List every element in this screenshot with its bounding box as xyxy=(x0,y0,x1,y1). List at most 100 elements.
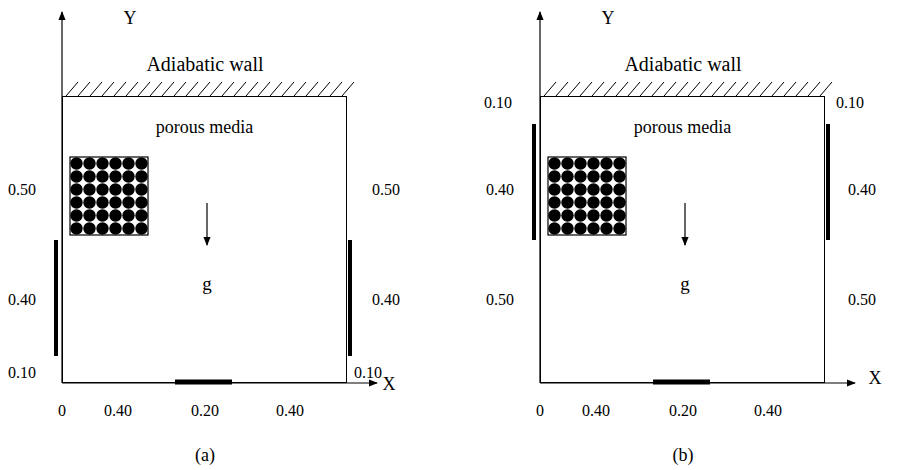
cylinder xyxy=(600,196,612,208)
cylinder xyxy=(96,183,108,195)
cylinder xyxy=(587,170,599,182)
wall-hatch xyxy=(544,82,556,96)
cylinder xyxy=(96,209,108,221)
wall-hatch xyxy=(162,82,174,96)
wall-hatch xyxy=(318,82,330,96)
cylinder xyxy=(70,222,82,234)
axis-label: X xyxy=(869,369,882,387)
wall-hatch xyxy=(102,82,114,96)
region-label: porous media xyxy=(63,117,346,138)
cylinder xyxy=(574,157,586,169)
wall-hatch xyxy=(760,82,772,96)
cylinder xyxy=(574,222,586,234)
dimension: 0.20 xyxy=(191,403,219,419)
cylinder xyxy=(574,209,586,221)
wall-hatch xyxy=(258,82,270,96)
cylinder xyxy=(83,170,95,182)
cylinder xyxy=(600,157,612,169)
cylinder xyxy=(587,183,599,195)
wall-label: Adiabatic wall xyxy=(624,54,741,74)
cylinder xyxy=(122,170,134,182)
wall-hatch xyxy=(270,82,282,96)
cylinder xyxy=(83,196,95,208)
wall-hatch xyxy=(724,82,736,96)
cylinder xyxy=(109,209,121,221)
cylinder xyxy=(109,157,121,169)
cylinder xyxy=(548,170,560,182)
wall-label: Adiabatic wall xyxy=(146,54,263,74)
cylinder xyxy=(561,222,573,234)
cylinder xyxy=(122,222,134,234)
wall-hatch xyxy=(66,82,78,96)
wall-hatch xyxy=(604,82,616,96)
cylinder xyxy=(574,170,586,182)
wall-hatch xyxy=(222,82,234,96)
wall-hatch xyxy=(772,82,784,96)
wall-hatch xyxy=(748,82,760,96)
wall-hatch xyxy=(784,82,796,96)
cylinder xyxy=(70,157,82,169)
wall-hatch xyxy=(700,82,712,96)
cylinder xyxy=(561,170,573,182)
dimension: 0.40 xyxy=(582,403,610,419)
cylinder xyxy=(70,209,82,221)
wall-hatch xyxy=(126,82,138,96)
wall-hatch xyxy=(664,82,676,96)
dimension: 0 xyxy=(536,403,544,419)
cylinder xyxy=(548,196,560,208)
wall-hatch xyxy=(306,82,318,96)
dimension: 0.10 xyxy=(484,95,512,111)
wall-hatch xyxy=(616,82,628,96)
cylinder xyxy=(135,183,147,195)
cylinder xyxy=(122,209,134,221)
wall-hatch xyxy=(114,82,126,96)
cylinder xyxy=(587,209,599,221)
wall-hatch xyxy=(688,82,700,96)
cylinder xyxy=(548,183,560,195)
cylinder xyxy=(600,209,612,221)
cylinder xyxy=(587,157,599,169)
cylinder xyxy=(548,157,560,169)
dimension: 0.50 xyxy=(372,182,400,198)
dimension: 0.40 xyxy=(754,403,782,419)
wall-hatch xyxy=(330,82,342,96)
heat-source xyxy=(653,380,710,385)
wall-hatch xyxy=(796,82,808,96)
cylinder xyxy=(83,157,95,169)
gravity-arrow xyxy=(684,203,685,245)
gravity-label: g xyxy=(202,274,212,293)
cylinder xyxy=(96,196,108,208)
cylinder xyxy=(600,222,612,234)
wall-hatch xyxy=(210,82,222,96)
dimension: 0.50 xyxy=(848,292,876,308)
wall-hatch xyxy=(342,82,354,96)
cylinder xyxy=(83,183,95,195)
dimension: 0.20 xyxy=(669,403,697,419)
wall-hatch xyxy=(234,82,246,96)
cylinder xyxy=(122,157,134,169)
cylinder xyxy=(96,157,108,169)
wall-hatch xyxy=(556,82,568,96)
axis-label: X xyxy=(383,375,396,393)
porous-cavity: porous media xyxy=(540,96,825,383)
wall-hatch xyxy=(246,82,258,96)
wall-hatch xyxy=(150,82,162,96)
cylinder xyxy=(70,170,82,182)
dimension: 0 xyxy=(58,403,66,419)
cylinder xyxy=(135,209,147,221)
wall-hatch xyxy=(90,82,102,96)
cylinder xyxy=(548,222,560,234)
cylinder xyxy=(135,196,147,208)
wall-hatch xyxy=(138,82,150,96)
dimension: 0.40 xyxy=(372,292,400,308)
cylinder xyxy=(587,196,599,208)
dimension: 0.40 xyxy=(8,292,36,308)
cylinder xyxy=(135,157,147,169)
cylinder xyxy=(561,157,573,169)
cylinder xyxy=(613,222,625,234)
cylinder xyxy=(613,183,625,195)
region-label: porous media xyxy=(541,117,824,138)
cylinder xyxy=(122,183,134,195)
cylinder xyxy=(96,222,108,234)
